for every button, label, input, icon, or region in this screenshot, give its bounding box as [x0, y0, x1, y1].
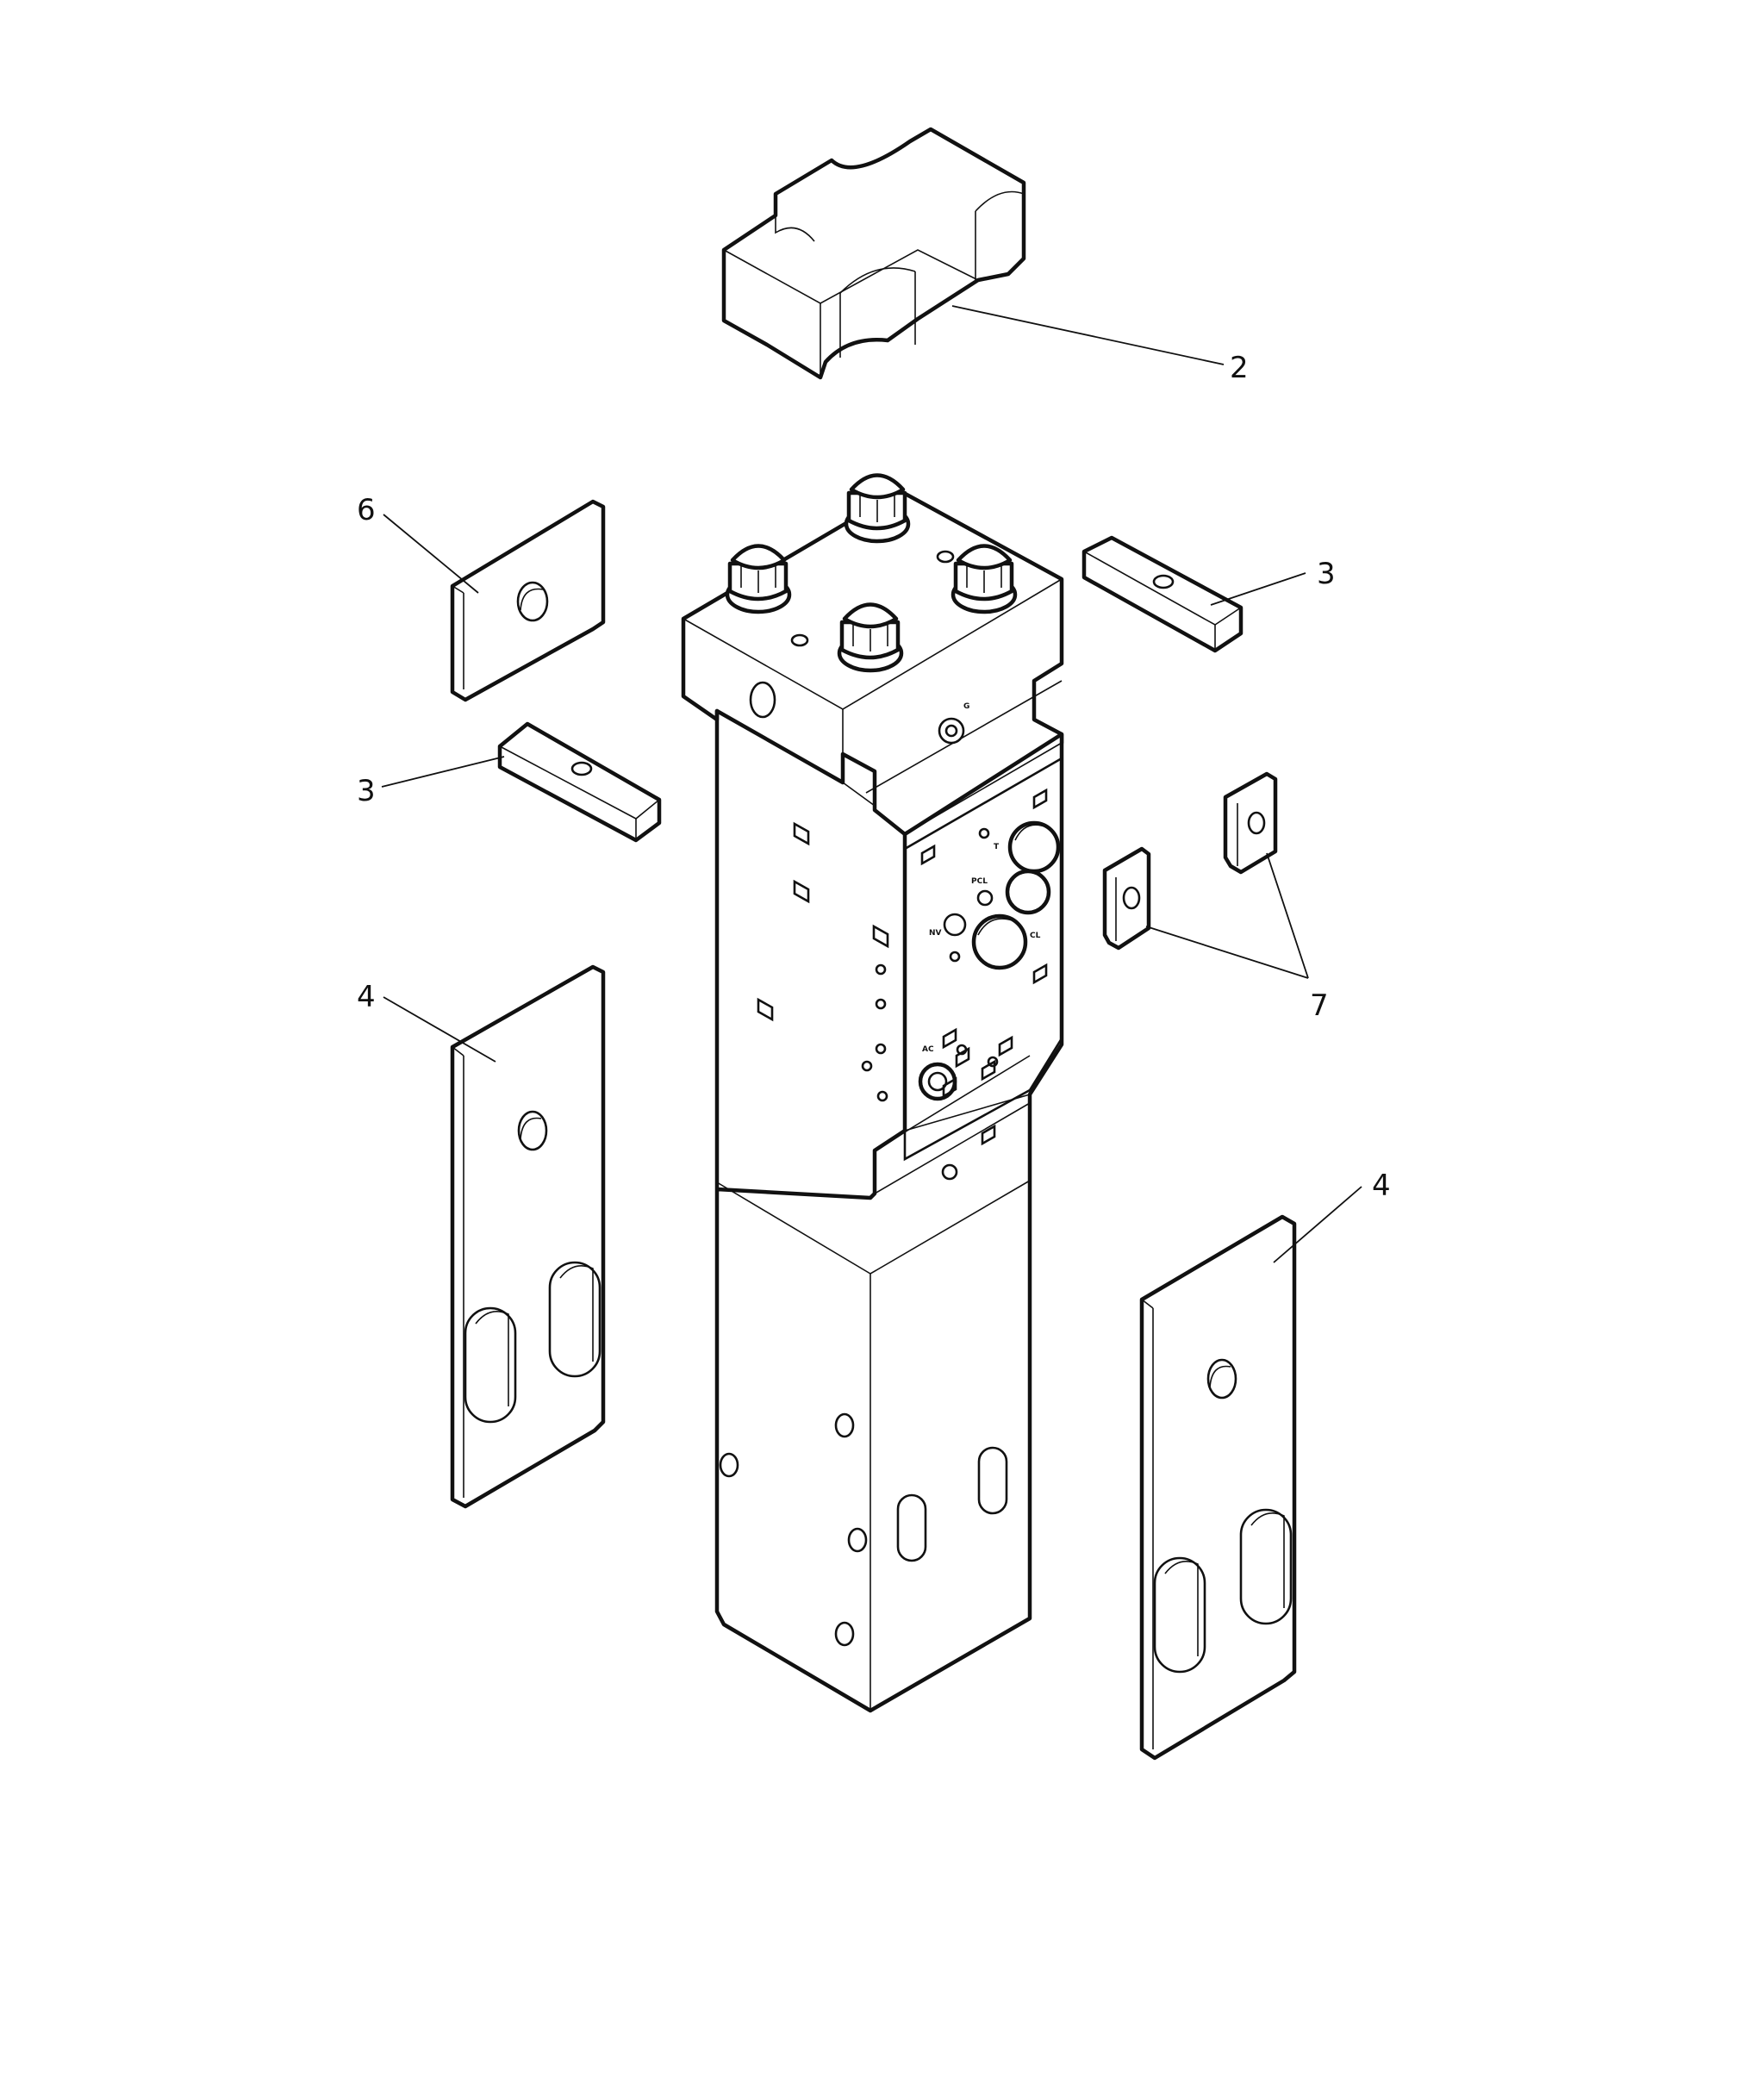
leader-lines [381, 305, 1362, 1263]
part-3-bar-right [1081, 535, 1244, 653]
head-bolt [951, 544, 1018, 614]
part-7-block-left [1102, 846, 1151, 951]
port-label-pcl: PCL [971, 877, 988, 886]
head-bolt [725, 544, 792, 614]
part-6-plate [450, 499, 606, 702]
part-4-plate-left [450, 964, 606, 1509]
callout-7: 7 [1310, 988, 1329, 1023]
valve-plug [1005, 869, 1051, 915]
valve-plug [971, 913, 1028, 970]
part-7-block-right [1223, 771, 1278, 875]
callout-3-right: 3 [1317, 557, 1336, 591]
part-3-bar-left [497, 721, 662, 843]
callout-2: 2 [1230, 351, 1249, 385]
port-label-nv: NV [929, 929, 942, 938]
callout-6: 6 [357, 493, 376, 527]
part-4-plate-right [1139, 1214, 1297, 1761]
head-bolt [837, 602, 904, 673]
port-label-cl: CL [1030, 932, 1041, 940]
main-body-housing: G T PCL NV CL AC [681, 473, 1064, 1713]
valve-plug [1007, 820, 1061, 874]
part-2-top-buffer [721, 127, 1026, 380]
port-label-t: T [994, 843, 1000, 851]
callout-3-left: 3 [357, 774, 376, 808]
port-label-ac: AC [922, 1045, 934, 1054]
callout-4-right: 4 [1372, 1169, 1391, 1203]
callout-4-left: 4 [357, 980, 376, 1014]
port-label-g: G [963, 702, 969, 711]
head-bolt [844, 473, 911, 544]
